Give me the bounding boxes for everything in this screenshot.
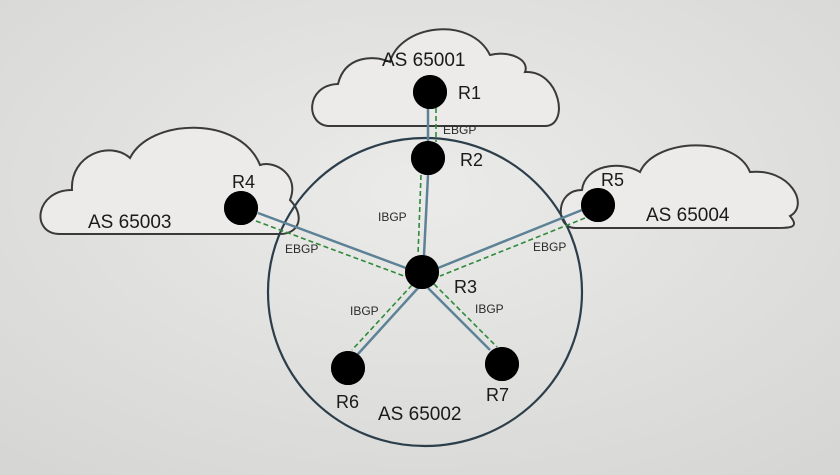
links	[257, 108, 583, 355]
as-label: AS 65003	[88, 212, 171, 233]
cloud-as65004	[559, 144, 799, 229]
as65002-boundary	[266, 136, 584, 448]
as-label: AS 65004	[646, 205, 730, 226]
router-label: R5	[601, 170, 624, 190]
router-label: R4	[232, 172, 255, 192]
session-label: IBGP	[350, 304, 379, 318]
router-label: R6	[336, 392, 359, 412]
router-label: R3	[454, 277, 477, 297]
as-label: AS 65001	[382, 50, 465, 71]
router-label: R1	[458, 83, 481, 103]
session-label: EBGP	[285, 242, 318, 256]
session-label: EBGP	[443, 123, 476, 137]
router-label: R7	[486, 385, 509, 405]
bgp-sessions	[255, 108, 586, 351]
session-label: IBGP	[378, 210, 407, 224]
as-label: AS 65002	[378, 404, 461, 425]
router-label: R2	[460, 150, 483, 170]
session-label: EBGP	[533, 240, 566, 254]
session-label: IBGP	[475, 302, 504, 316]
